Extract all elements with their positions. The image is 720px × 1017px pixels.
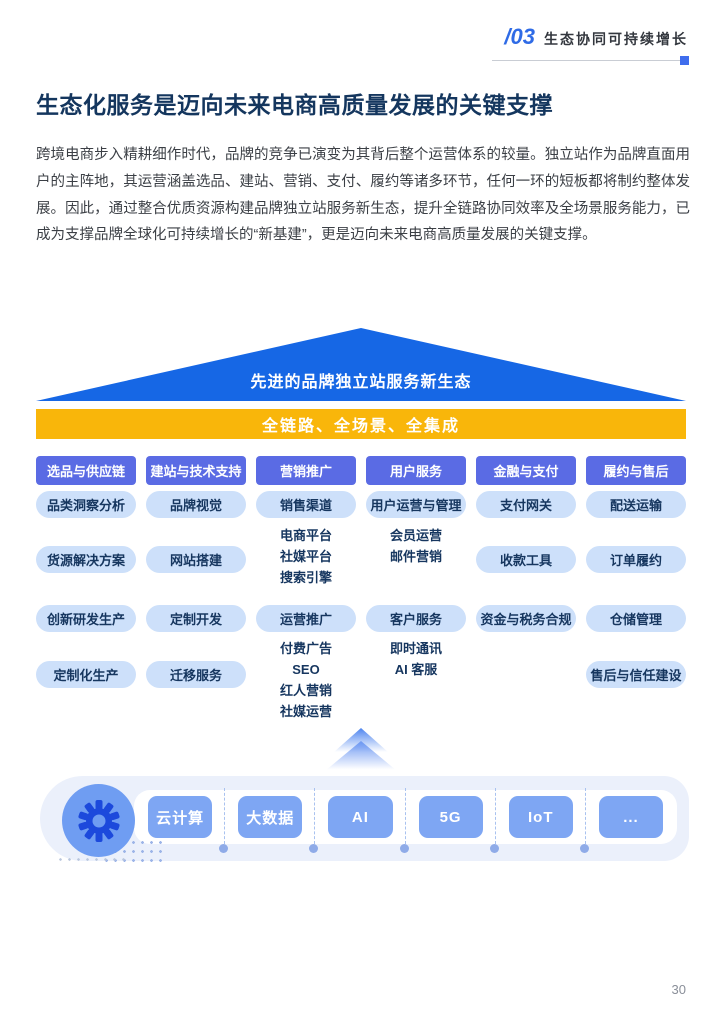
header-rule: [492, 56, 689, 65]
chapter-title: 生态协同可持续增长: [544, 31, 688, 47]
column-header-fulfillment: 履约与售后: [586, 456, 686, 485]
intro-paragraph: 跨境电商步入精耕细作时代，品牌的竞争已演变为其背后整个运营体系的较量。独立站作为…: [36, 147, 690, 244]
tech-foundation-bar: 云计算 大数据 AI 5G IoT: [40, 776, 689, 867]
column-header-finance: 金融与支付: [476, 456, 576, 485]
tech-pill-ai: AI: [328, 796, 393, 838]
service-pill: 网站搭建: [146, 546, 246, 573]
page-title: 生态化服务是迈向未来电商高质量发展的关键支撑: [36, 92, 553, 118]
tech-pill-bigdata: 大数据: [238, 796, 303, 838]
tech-pill-iot: IoT: [508, 796, 573, 838]
chapter-number: /03: [504, 24, 535, 49]
gear-badge: [62, 784, 135, 857]
service-pill: 定制开发: [146, 605, 246, 632]
column-sourcing: 品类洞察分析 货源解决方案 创新研发生产 定制化生产: [36, 485, 136, 726]
roof-label: 先进的品牌独立站服务新生态: [250, 374, 472, 391]
column-header-sourcing: 选品与供应链: [36, 456, 136, 485]
column-userservice: 用户运营与管理 会员运营 邮件营销 客户服务 即时通讯 AI 客服: [366, 485, 466, 726]
column-headers: 选品与供应链 建站与技术支持 营销推广 用户服务 金融与支付 履约与售后: [36, 456, 686, 485]
service-pill: 销售渠道: [256, 491, 356, 518]
dashed-separator: [579, 788, 589, 853]
text-item: 搜索引擎: [279, 570, 332, 585]
page-header: /03 生态协同可持续增长: [504, 24, 688, 50]
rule-end-square-icon: [680, 56, 689, 65]
text-group: 会员运营 邮件营销: [366, 525, 466, 567]
tech-cell: IoT: [508, 788, 589, 853]
text-item: 社媒平台: [279, 549, 332, 564]
service-pill: 收款工具: [476, 546, 576, 573]
text-item: 社媒运营: [279, 704, 332, 719]
service-pill: 订单履约: [586, 546, 686, 573]
text-item: SEO: [292, 662, 320, 677]
text-item: 会员运营: [389, 528, 442, 543]
service-pill: 品牌视觉: [146, 491, 246, 518]
chevron-up-icon: [325, 741, 397, 771]
text-group: 电商平台 社媒平台 搜索引擎: [256, 525, 356, 588]
dashed-separator: [399, 788, 409, 853]
service-pill: 创新研发生产: [36, 605, 136, 632]
column-header-sitebuild: 建站与技术支持: [146, 456, 246, 485]
text-item: 即时通讯: [389, 641, 442, 656]
tech-cell: ...: [598, 796, 664, 838]
tech-cell: 大数据: [238, 788, 319, 853]
service-pill: 售后与信任建设: [586, 661, 686, 688]
column-header-marketing: 营销推广: [256, 456, 356, 485]
column-marketing: 销售渠道 电商平台 社媒平台 搜索引擎 运营推广 付费广告 SEO 红人营销 社…: [256, 485, 356, 726]
tech-cell: AI: [328, 788, 409, 853]
text-item: AI 客服: [394, 662, 438, 677]
column-items: 品类洞察分析 货源解决方案 创新研发生产 定制化生产 品牌视觉 网站搭建 定制开…: [36, 485, 686, 726]
dot-pattern: [56, 855, 128, 867]
tech-pill-more: ...: [598, 796, 664, 838]
diagram-roof: 先进的品牌独立站服务新生态: [36, 328, 686, 401]
up-arrow-icon: [325, 728, 397, 771]
service-pill: 资金与税务合规: [476, 605, 576, 632]
service-pill: 迁移服务: [146, 661, 246, 688]
service-pill: 仓储管理: [586, 605, 686, 632]
column-finance: 支付网关 收款工具 资金与税务合规: [476, 485, 576, 726]
ecosystem-diagram: 先进的品牌独立站服务新生态 全链路、全场景、全集成 选品与供应链 建站与技术支持…: [36, 328, 689, 867]
service-pill: 配送运输: [586, 491, 686, 518]
text-item: 邮件营销: [389, 549, 442, 564]
column-sitebuild: 品牌视觉 网站搭建 定制开发 迁移服务: [146, 485, 246, 726]
text-group: 付费广告 SEO 红人营销 社媒运营: [256, 638, 356, 722]
tech-cell: 云计算: [148, 788, 229, 853]
tech-band: 云计算 大数据 AI 5G IoT: [134, 788, 677, 853]
dashed-separator: [219, 788, 229, 853]
text-item: 电商平台: [279, 528, 332, 543]
service-pill: 定制化生产: [36, 661, 136, 688]
service-pill: 用户运营与管理: [366, 491, 466, 518]
dashed-separator: [489, 788, 499, 853]
gear-icon: [77, 799, 120, 842]
service-pill: 支付网关: [476, 491, 576, 518]
service-pill: 货源解决方案: [36, 546, 136, 573]
text-group: 即时通讯 AI 客服: [366, 638, 466, 680]
dashed-separator: [309, 788, 319, 853]
column-fulfillment: 配送运输 订单履约 仓储管理 售后与信任建设: [586, 485, 686, 726]
tech-pill-5g: 5G: [418, 796, 483, 838]
text-item: 红人营销: [279, 683, 332, 698]
service-pill: 运营推广: [256, 605, 356, 632]
service-pill: 客户服务: [366, 605, 466, 632]
tech-cell: 5G: [418, 788, 499, 853]
tech-pill-cloud: 云计算: [148, 796, 213, 838]
column-header-userservice: 用户服务: [366, 456, 466, 485]
diagram-banner: 全链路、全场景、全集成: [36, 409, 686, 439]
page-number: 30: [671, 982, 686, 997]
text-item: 付费广告: [279, 641, 332, 656]
service-pill: 品类洞察分析: [36, 491, 136, 518]
